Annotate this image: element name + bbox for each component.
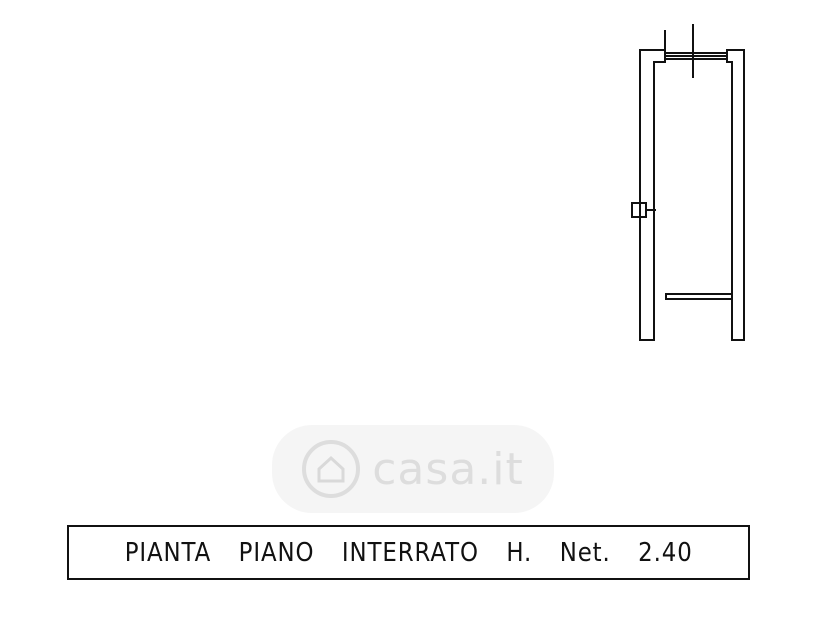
house-logo-icon (302, 440, 361, 498)
watermark: casa.it (272, 425, 554, 513)
left-wall (639, 49, 666, 341)
watermark-text: casa.it (372, 443, 524, 495)
basement-room-walls (631, 24, 745, 341)
right-wall (726, 49, 745, 341)
title-block: PIANTA PIANO INTERRATO H. Net. 2.40 (67, 525, 750, 580)
inner-partition (665, 293, 733, 300)
plan-title: PIANTA PIANO INTERRATO H. Net. 2.40 (124, 537, 693, 568)
